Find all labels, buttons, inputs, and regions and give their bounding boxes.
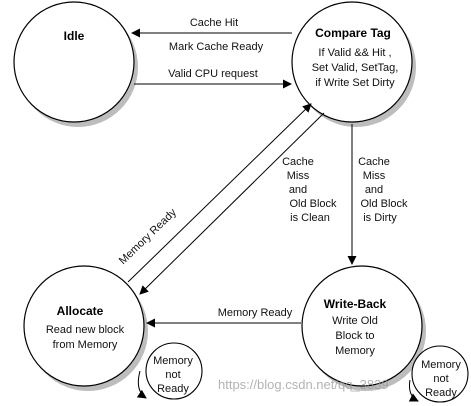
transition-memory-ready-diagonal: Memory Ready xyxy=(117,103,312,283)
self-loop-write-back: Memory not Ready xyxy=(408,345,469,403)
write-back-line-2: Block to xyxy=(335,330,374,342)
transition-miss-dirty: Cache Miss and Old Block is Dirty xyxy=(347,124,408,265)
memory-not-ready-right-1: Memory xyxy=(421,359,461,371)
transition-valid-cpu-request: Valid CPU request xyxy=(134,68,292,89)
allocate-title: Allocate xyxy=(57,304,104,318)
memory-not-ready-left-2: not xyxy=(165,369,180,381)
compare-tag-title: Compare Tag xyxy=(315,26,391,40)
state-write-back: Write-Back Write Old Block to Memory xyxy=(301,265,426,391)
miss-dirty-line-4: Old Block xyxy=(360,198,408,210)
idle-title: Idle xyxy=(64,29,85,43)
write-back-line-3: Memory xyxy=(335,345,375,357)
valid-cpu-request-label: Valid CPU request xyxy=(168,68,258,80)
miss-clean-line-4: Old Block xyxy=(289,198,337,210)
state-compare-tag: Compare Tag If Valid && Hit , Set Valid,… xyxy=(291,1,416,127)
miss-dirty-line-1: Cache xyxy=(358,156,390,168)
watermark-text: https://blog.csdn.net/qq_3839 xyxy=(218,377,389,392)
compare-tag-line-1: If Valid && Hit , xyxy=(318,47,391,59)
miss-clean-line-5: is Clean xyxy=(290,212,330,224)
miss-clean-line-2: Miss xyxy=(287,170,310,182)
memory-not-ready-left-3: Ready xyxy=(157,383,189,395)
transition-miss-clean: Cache Miss and Old Block is Clean xyxy=(139,112,337,295)
transition-memory-ready-horizontal: Memory Ready xyxy=(146,307,301,328)
transition-cache-hit: Cache Hit Mark Cache Ready xyxy=(131,17,292,53)
cache-hit-line-1: Cache Hit xyxy=(190,17,238,29)
state-idle: Idle xyxy=(13,1,138,127)
miss-clean-line-3: and xyxy=(289,184,307,196)
miss-dirty-line-5: is Dirty xyxy=(363,212,397,224)
self-loop-allocate: Memory not Ready xyxy=(136,342,203,400)
memory-not-ready-left-1: Memory xyxy=(153,355,193,367)
state-allocate: Allocate Read new block from Memory xyxy=(23,265,148,391)
miss-clean-line-1: Cache xyxy=(282,156,314,168)
miss-dirty-line-2: Miss xyxy=(363,170,386,182)
write-back-line-1: Write Old xyxy=(332,315,378,327)
allocate-line-1: Read new block xyxy=(46,324,125,336)
compare-tag-line-3: if Write Set Dirty xyxy=(315,77,395,89)
memory-ready-diag-label: Memory Ready xyxy=(117,206,179,267)
memory-ready-horiz-label: Memory Ready xyxy=(218,307,293,319)
memory-not-ready-right-2: not xyxy=(433,373,448,385)
cache-hit-line-2: Mark Cache Ready xyxy=(169,41,264,53)
miss-dirty-line-3: and xyxy=(365,184,383,196)
memory-not-ready-right-3: Ready xyxy=(425,387,457,399)
allocate-line-2: from Memory xyxy=(53,339,118,351)
compare-tag-line-2: Set Valid, SetTag, xyxy=(312,62,399,74)
write-back-title: Write-Back xyxy=(324,297,387,311)
